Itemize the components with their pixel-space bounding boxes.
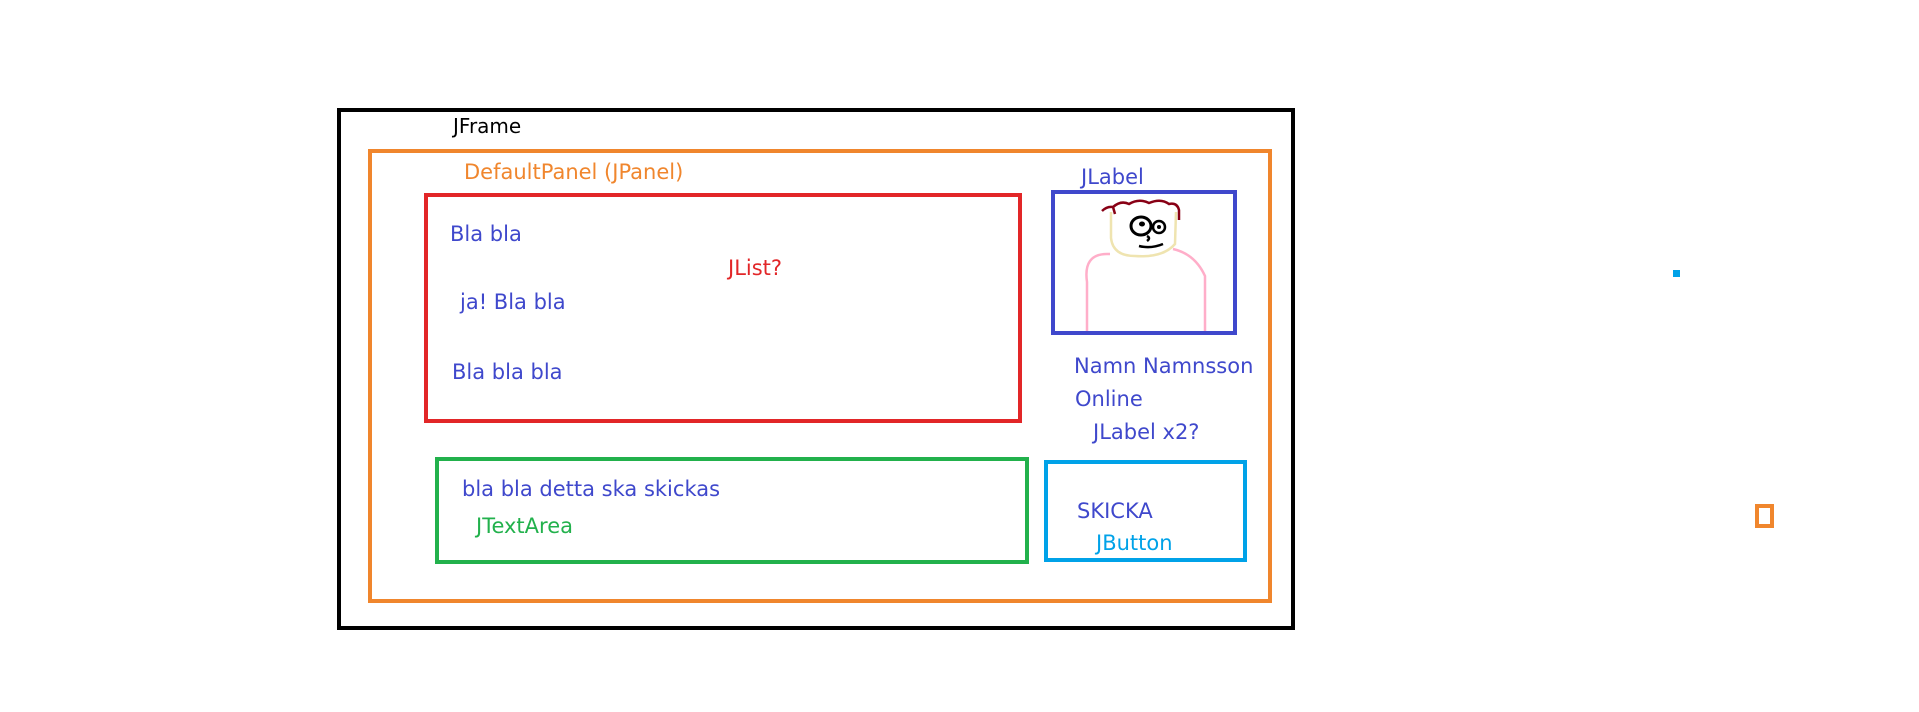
- stray-square-mark: [1755, 504, 1774, 528]
- jframe-label: JFrame: [453, 114, 522, 138]
- jtextarea-annotation: JTextArea: [476, 514, 573, 538]
- message-input-textarea[interactable]: [435, 457, 1029, 564]
- user-name-label: Namn Namnsson: [1074, 354, 1254, 378]
- jlabel-x2-annotation: JLabel x2?: [1093, 420, 1200, 444]
- send-button-label[interactable]: SKICKA: [1077, 499, 1153, 523]
- list-item[interactable]: Bla bla: [450, 222, 522, 246]
- user-status-label: Online: [1075, 387, 1143, 411]
- jlist-annotation: JList?: [728, 256, 783, 280]
- person-avatar-icon: [1085, 199, 1207, 331]
- list-item[interactable]: Bla bla bla: [452, 360, 563, 384]
- avatar-jlabel-annotation: JLabel: [1081, 165, 1144, 189]
- avatar-box: [1051, 190, 1237, 335]
- jbutton-annotation: JButton: [1096, 531, 1173, 555]
- stray-dot-mark: [1673, 270, 1680, 277]
- default-panel-box: [368, 149, 1272, 603]
- message-list-box[interactable]: [424, 193, 1022, 423]
- send-button[interactable]: [1044, 460, 1247, 562]
- jframe-box: [337, 108, 1295, 630]
- message-input-value[interactable]: bla bla detta ska skickas: [462, 477, 721, 501]
- default-panel-label: DefaultPanel (JPanel): [464, 160, 684, 184]
- list-item[interactable]: ja! Bla bla: [460, 290, 566, 314]
